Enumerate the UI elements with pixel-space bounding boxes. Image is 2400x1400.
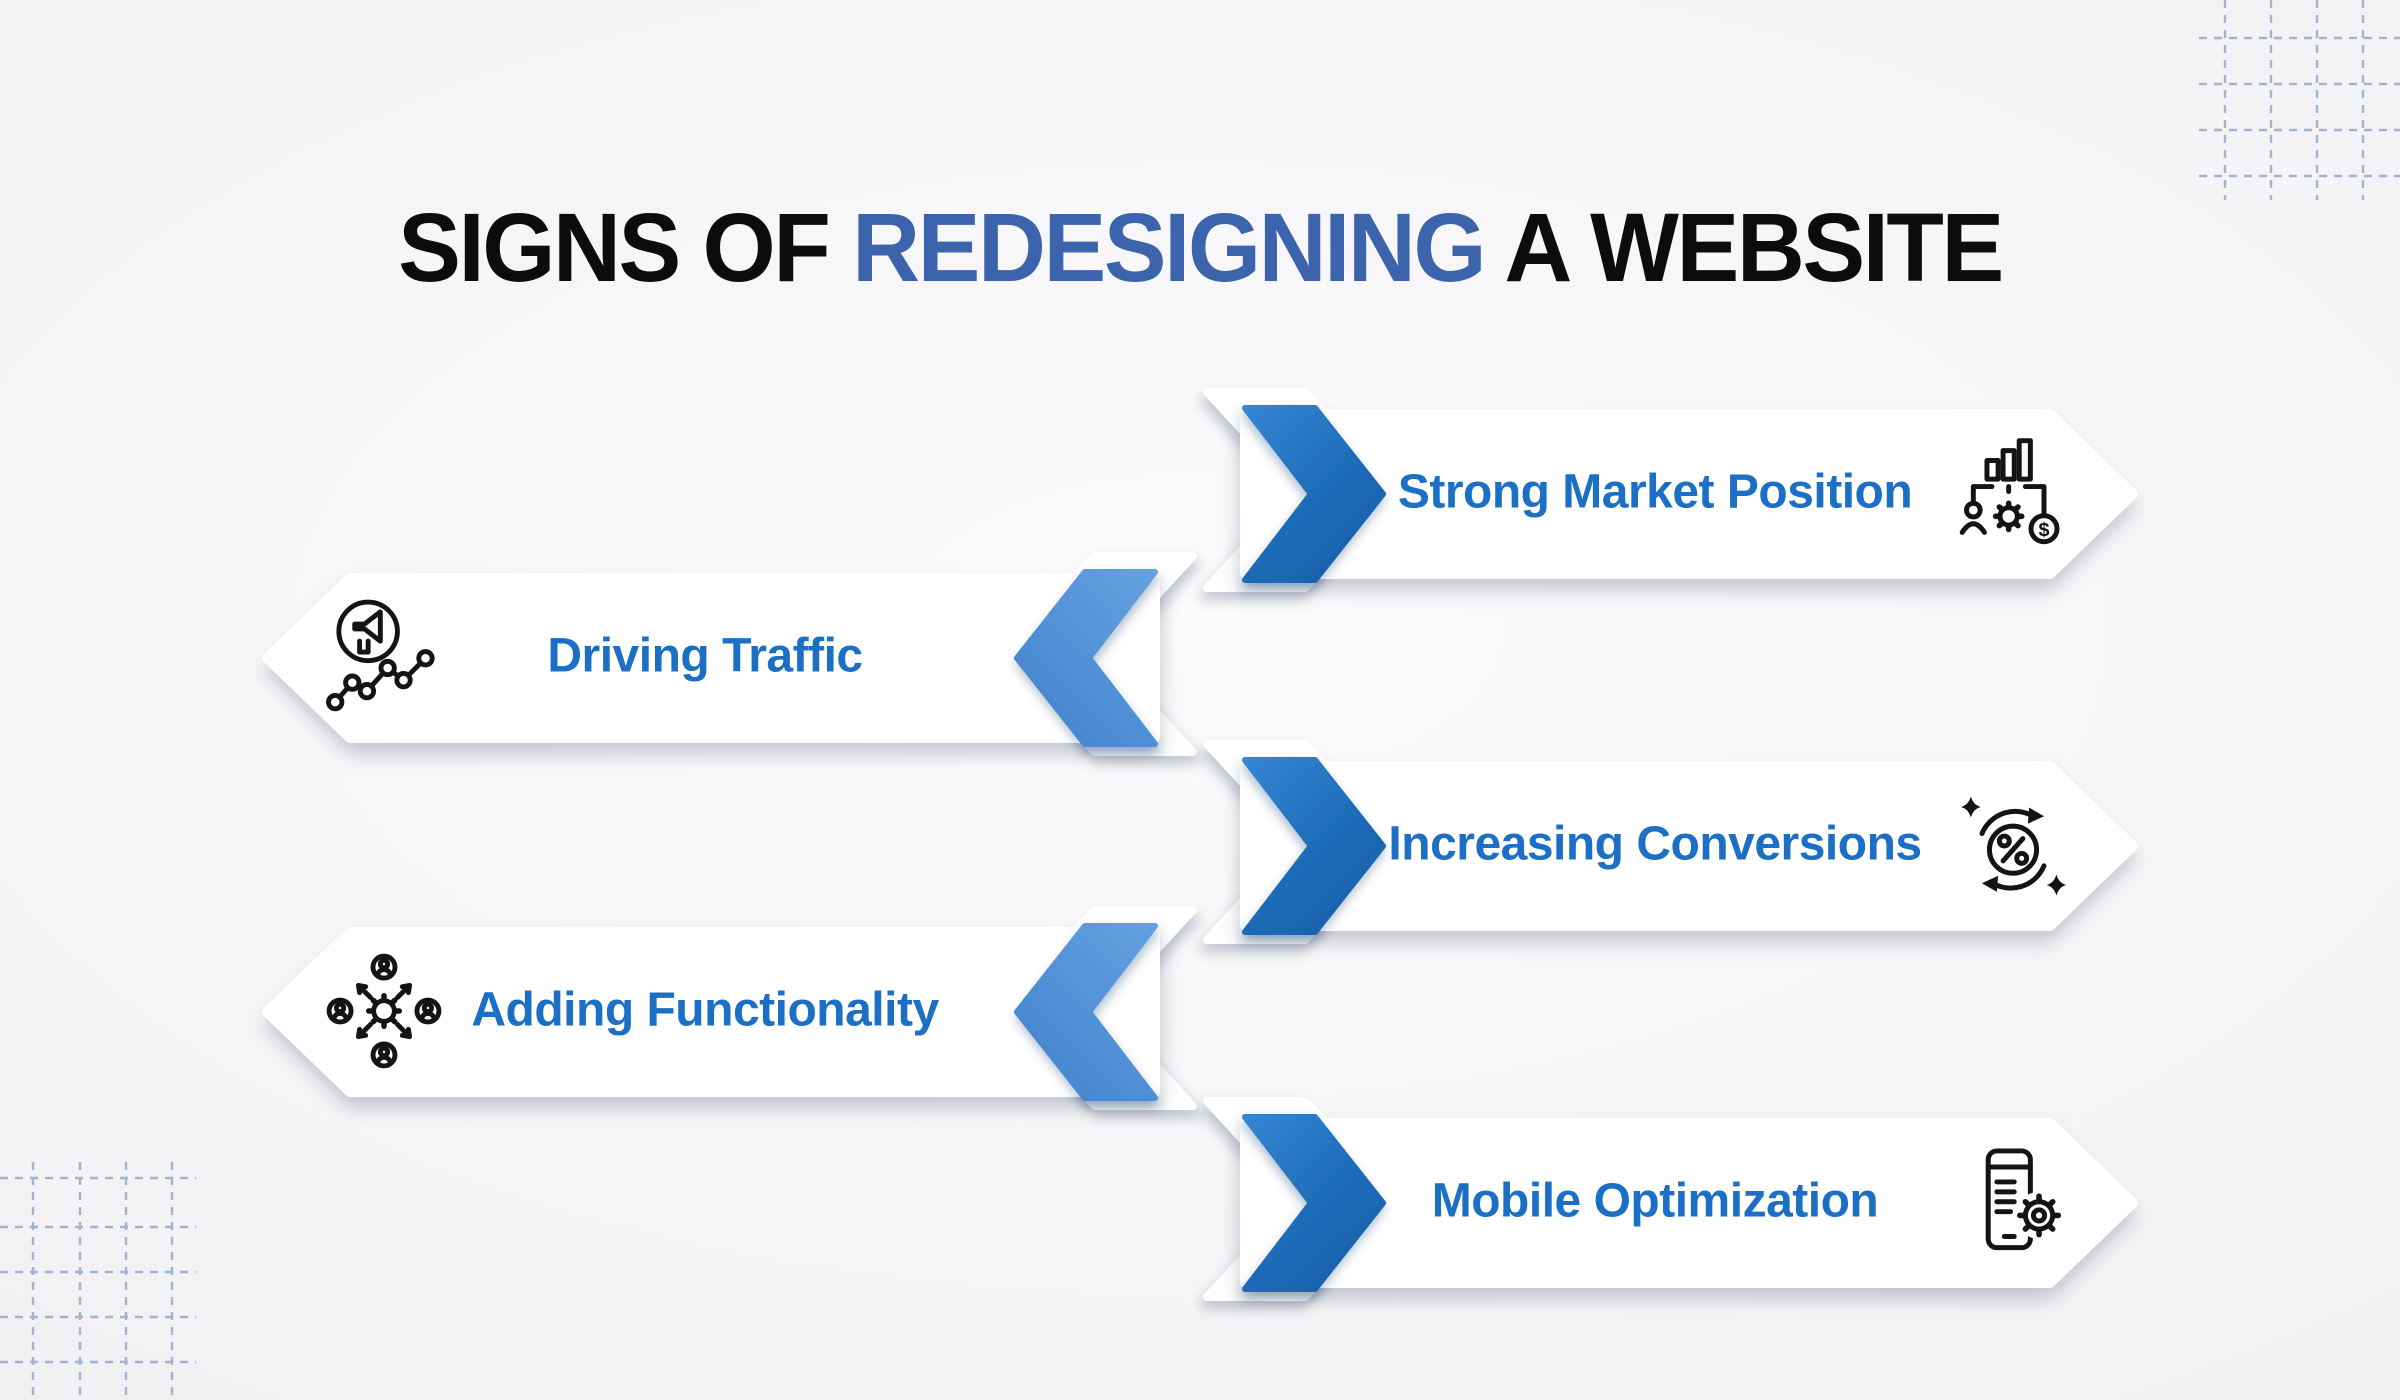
banner-adding-functionality: Adding Functionality bbox=[235, 892, 1215, 1132]
users-gear-icon bbox=[323, 950, 445, 1072]
title-suffix: A WEBSITE bbox=[1504, 192, 2004, 302]
arrow-banner-shape bbox=[1203, 740, 2138, 944]
banner-driving-traffic: Driving Traffic bbox=[235, 538, 1215, 778]
dashed-grid-bottom-left bbox=[0, 1162, 196, 1400]
banner-label: Increasing Conversions bbox=[1388, 817, 1922, 871]
conversion-percent-icon bbox=[1951, 784, 2075, 908]
title-highlight: REDESIGNING bbox=[852, 192, 1486, 302]
arrow-banner-shape bbox=[1203, 1097, 2138, 1301]
market-position-icon: $ bbox=[1951, 432, 2075, 556]
svg-text:$: $ bbox=[2038, 519, 2049, 541]
arrow-banner-shape bbox=[1203, 388, 2138, 592]
megaphone-chart-icon bbox=[323, 596, 445, 718]
dashed-grid-top-right bbox=[2199, 0, 2400, 200]
title-prefix: SIGNS OF bbox=[398, 192, 831, 302]
mobile-gear-icon bbox=[1951, 1141, 2075, 1265]
banner-label: Driving Traffic bbox=[547, 629, 863, 683]
banner-strong-market-position: Strong Market Position bbox=[1185, 374, 2165, 614]
banner-mobile-optimization: Mobile Optimization bbox=[1185, 1083, 2165, 1323]
banner-label: Adding Functionality bbox=[471, 983, 939, 1037]
banner-label: Mobile Optimization bbox=[1431, 1174, 1879, 1228]
page-title: SIGNS OF REDESIGNING A WEBSITE bbox=[36, 192, 2364, 302]
banner-label: Strong Market Position bbox=[1397, 465, 1913, 519]
arrow-banner-shape bbox=[262, 552, 1197, 756]
banner-increasing-conversions: Increasing Conversions bbox=[1185, 726, 2165, 966]
arrow-banner-shape bbox=[262, 906, 1197, 1110]
